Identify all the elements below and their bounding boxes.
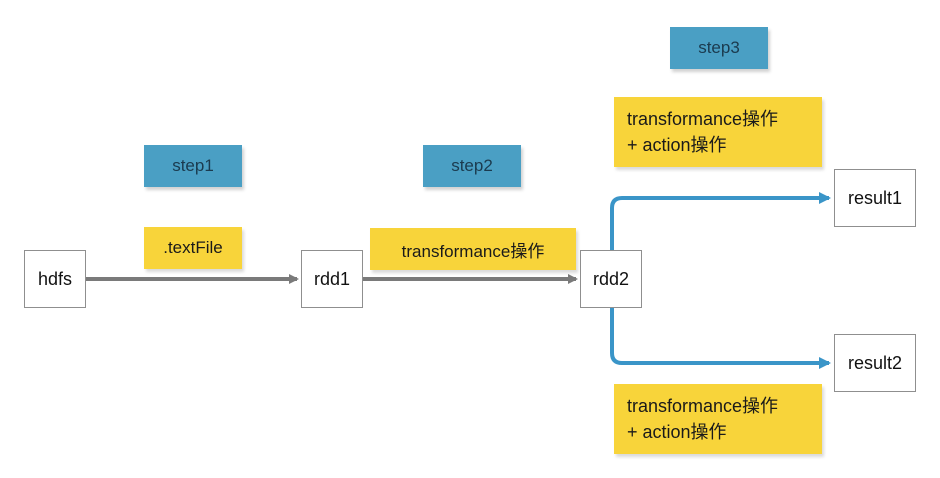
op-textfile-box: .textFile — [144, 227, 242, 269]
op-step3-upper-box: transformance操作 + action操作 — [614, 97, 822, 167]
node-rdd2-label: rdd2 — [592, 268, 630, 289]
node-result2: result2 — [834, 334, 916, 392]
arrow-rdd2-to-result1 — [610, 192, 831, 250]
op-step3-upper-line2: + action操作 — [627, 135, 727, 155]
node-hdfs: hdfs — [24, 250, 86, 308]
node-result2-label: result2 — [847, 352, 903, 373]
step1-label: step1 — [172, 156, 214, 175]
node-result1-label: result1 — [847, 187, 903, 208]
node-rdd1: rdd1 — [301, 250, 363, 308]
node-rdd2: rdd2 — [580, 250, 642, 308]
op-step3-lower-line2: + action操作 — [627, 422, 727, 442]
step1-label-box: step1 — [144, 145, 242, 187]
op-step2-label: transformance操作 — [401, 241, 545, 261]
op-step2-box: transformance操作 — [370, 228, 576, 270]
op-textfile-label: .textFile — [163, 238, 223, 257]
step3-label: step3 — [698, 38, 740, 57]
op-step3-lower-line1: transformance操作 — [627, 396, 779, 416]
arrow-rdd2-to-result2 — [610, 308, 831, 369]
op-step3-upper-line1: transformance操作 — [627, 109, 779, 129]
node-hdfs-label: hdfs — [37, 268, 73, 289]
node-result1: result1 — [834, 169, 916, 227]
step2-label: step2 — [451, 156, 493, 175]
step2-label-box: step2 — [423, 145, 521, 187]
node-rdd1-label: rdd1 — [313, 268, 351, 289]
op-step3-lower-box: transformance操作 + action操作 — [614, 384, 822, 454]
step3-label-box: step3 — [670, 27, 768, 69]
